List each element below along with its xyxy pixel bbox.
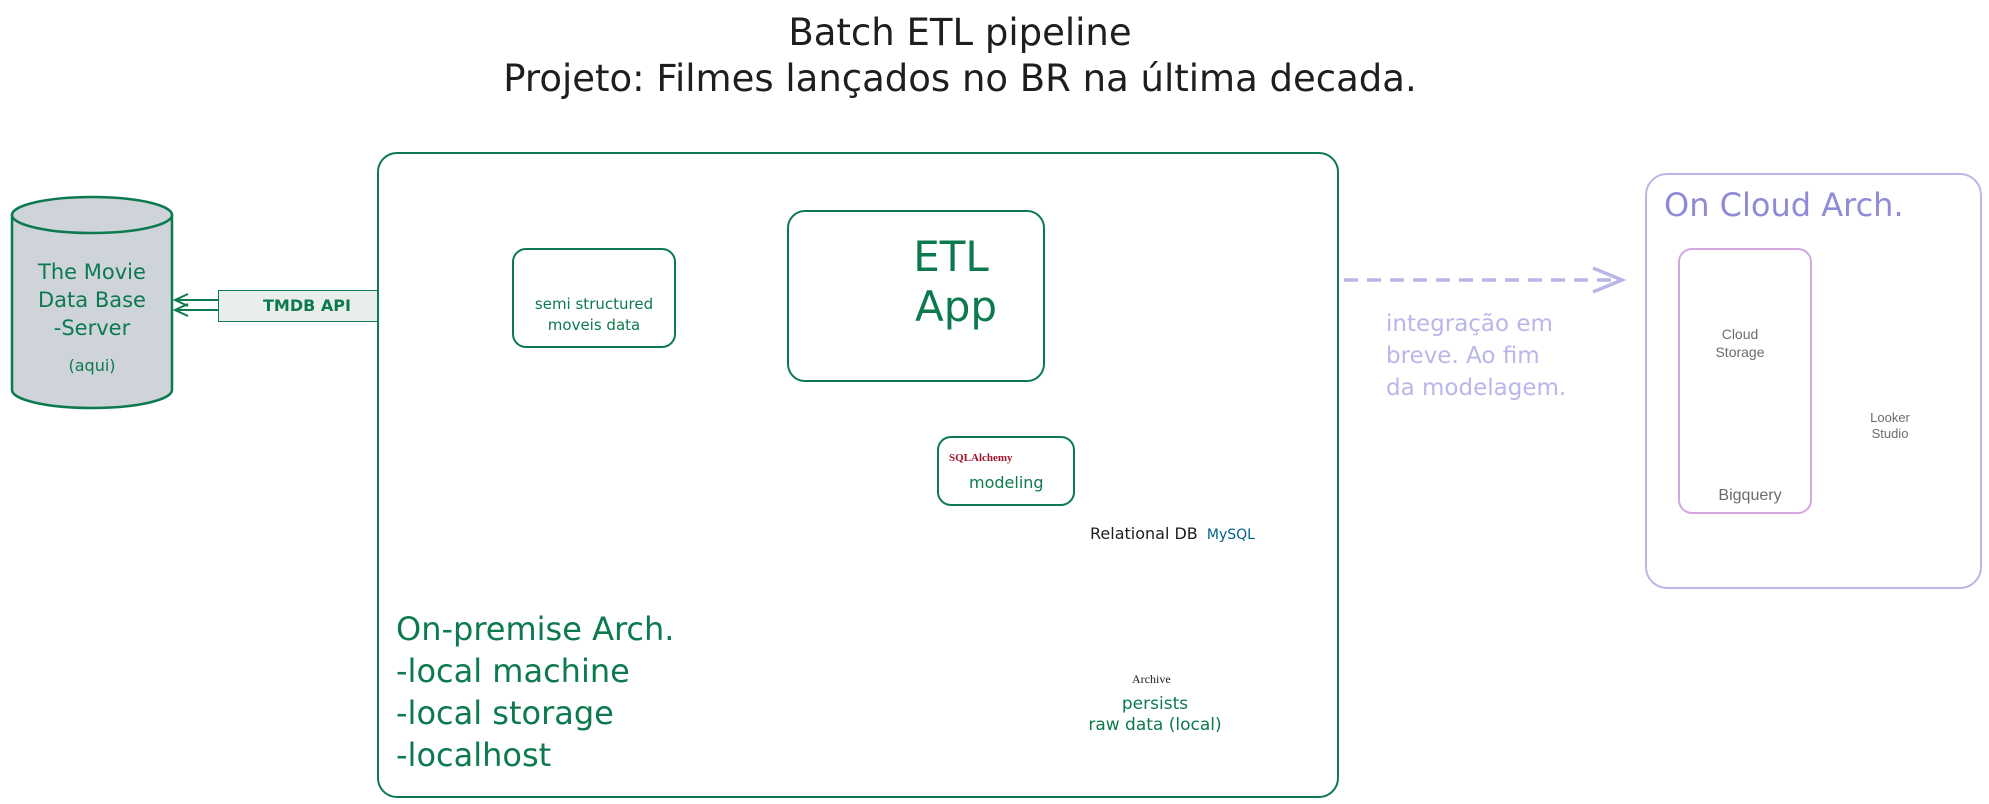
modeling-label: modeling bbox=[969, 473, 1044, 492]
tmdb-api-label: TMDB API bbox=[218, 290, 396, 322]
integration-note: integração em breve. Ao fim da modelagem… bbox=[1386, 308, 1566, 404]
cloud-storage-label: Cloud Storage bbox=[1690, 325, 1790, 361]
cloud-storage-line-2: Storage bbox=[1715, 344, 1765, 360]
semi-structured-data-box: semi structured moveis data bbox=[512, 248, 676, 348]
cloud-storage-line-1: Cloud bbox=[1721, 326, 1759, 342]
etl-label-line-2: App bbox=[914, 282, 998, 331]
tmdb-server-line-2: Data Base bbox=[38, 288, 146, 312]
looker-studio-label: Looker Studio bbox=[1850, 410, 1930, 442]
sqlalchemy-logo: SQLAlchemy bbox=[949, 452, 1013, 464]
looker-line-2: Studio bbox=[1871, 426, 1909, 441]
tmdb-server-line-3: -Server bbox=[53, 316, 131, 340]
arch-item-local-storage: -local storage bbox=[396, 694, 614, 732]
archive-logo: Archive bbox=[1132, 672, 1171, 686]
archive-caption-line-2: raw data (local) bbox=[1088, 715, 1222, 735]
semi-structured-line-2: moveis data bbox=[547, 316, 641, 334]
title-line-1: Batch ETL pipeline bbox=[788, 11, 1132, 54]
integration-note-line-3: da modelagem. bbox=[1386, 375, 1567, 401]
title-line-2: Projeto: Filmes lançados no BR na última… bbox=[503, 57, 1417, 100]
semi-structured-line-1: semi structured bbox=[534, 295, 654, 313]
on-premise-arch-notes: On-premise Arch. -local machine -local s… bbox=[396, 608, 674, 776]
bigquery-label: Bigquery bbox=[1718, 487, 1782, 504]
diagram-title: Batch ETL pipeline Projeto: Filmes lança… bbox=[0, 10, 1920, 102]
on-cloud-container bbox=[1645, 173, 1982, 589]
etl-app-box: ETL App bbox=[787, 210, 1045, 382]
server-api-arrows bbox=[172, 293, 220, 317]
gcp-services-group bbox=[1678, 248, 1812, 514]
arch-item-local-machine: -local machine bbox=[396, 652, 630, 690]
etl-app-label: ETL App bbox=[901, 232, 1001, 332]
etl-label-line-1: ETL bbox=[913, 232, 989, 281]
arch-item-localhost: -localhost bbox=[396, 736, 552, 774]
on-premise-arch-title: On-premise Arch. bbox=[396, 610, 675, 648]
on-cloud-title: On Cloud Arch. bbox=[1664, 186, 1904, 224]
mysql-logo: MySQL bbox=[1206, 527, 1255, 543]
tmdb-server-cylinder bbox=[10, 195, 174, 410]
tmdb-server-note: (aqui) bbox=[68, 356, 116, 375]
tmdb-server-line-1: The Movie bbox=[38, 260, 146, 284]
relational-db-text: Relational DB bbox=[1090, 524, 1198, 543]
sqlalchemy-modeling-box: SQLAlchemy modeling bbox=[937, 436, 1075, 506]
archive-caption: persists raw data (local) bbox=[1060, 694, 1250, 736]
relational-db-label: Relational DB MySQL bbox=[1090, 524, 1255, 543]
archive-caption-line-1: persists bbox=[1121, 694, 1189, 714]
tmdb-server: The Movie Data Base -Server (aqui) bbox=[12, 258, 172, 380]
integration-note-line-2: breve. Ao fim bbox=[1386, 343, 1540, 369]
looker-line-1: Looker bbox=[1870, 410, 1910, 425]
integration-note-line-1: integração em bbox=[1386, 311, 1553, 337]
